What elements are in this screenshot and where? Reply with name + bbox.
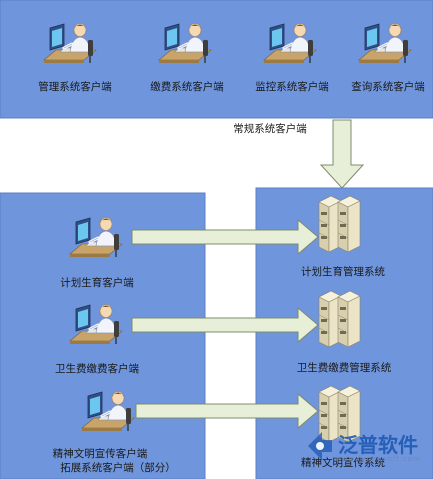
top-client-4: 查询系统客户端: [351, 22, 425, 93]
top-client-2: 缴费系统客户端: [150, 22, 224, 93]
down-arrow: [319, 119, 365, 189]
left-client-2-label: 卫生费缴费客户端: [55, 362, 139, 375]
server-1: 计划生育管理系统: [301, 195, 385, 278]
server-3-label: 精神文明宣传系统: [301, 456, 385, 469]
watermark: 泛普软件 www.fanpusoft.com: [308, 432, 421, 463]
left-group-label: 拓展系统客户端（部分）: [60, 461, 176, 474]
server-rack-icon: [318, 195, 361, 253]
top-client-2-label: 缴费系统客户端: [150, 80, 224, 93]
watermark-url: www.fanpusoft.com: [335, 455, 421, 463]
right-arrow-3: [135, 392, 319, 430]
right-arrow-1: [131, 218, 319, 256]
fanpu-logo-icon: [308, 432, 332, 460]
left-client-1-label: 计划生育客户端: [60, 276, 134, 289]
left-client-1: 计划生育客户端: [60, 216, 134, 289]
top-client-3-label: 监控系统客户端: [255, 80, 329, 93]
server-1-label: 计划生育管理系统: [301, 265, 385, 278]
left-client-3-label: 精神文明宣传客户端: [53, 447, 148, 460]
left-client-3: 精神文明宣传客户端: [53, 390, 148, 460]
top-client-1-label: 管理系统客户端: [38, 80, 112, 93]
server-3: 精神文明宣传系统: [301, 385, 385, 469]
watermark-text: 泛普软件: [338, 433, 418, 457]
server-rack-icon: [318, 290, 361, 348]
right-arrow-2: [131, 306, 319, 344]
server-2: 卫生费缴费管理系统: [297, 290, 392, 374]
server-2-label: 卫生费缴费管理系统: [297, 361, 392, 374]
top-client-3: 监控系统客户端: [255, 22, 329, 93]
top-group-label: 常规系统客户端: [233, 122, 307, 135]
left-client-2: 卫生费缴费客户端: [55, 303, 139, 375]
top-client-4-label: 查询系统客户端: [351, 80, 425, 93]
top-client-1: 管理系统客户端: [38, 22, 112, 93]
